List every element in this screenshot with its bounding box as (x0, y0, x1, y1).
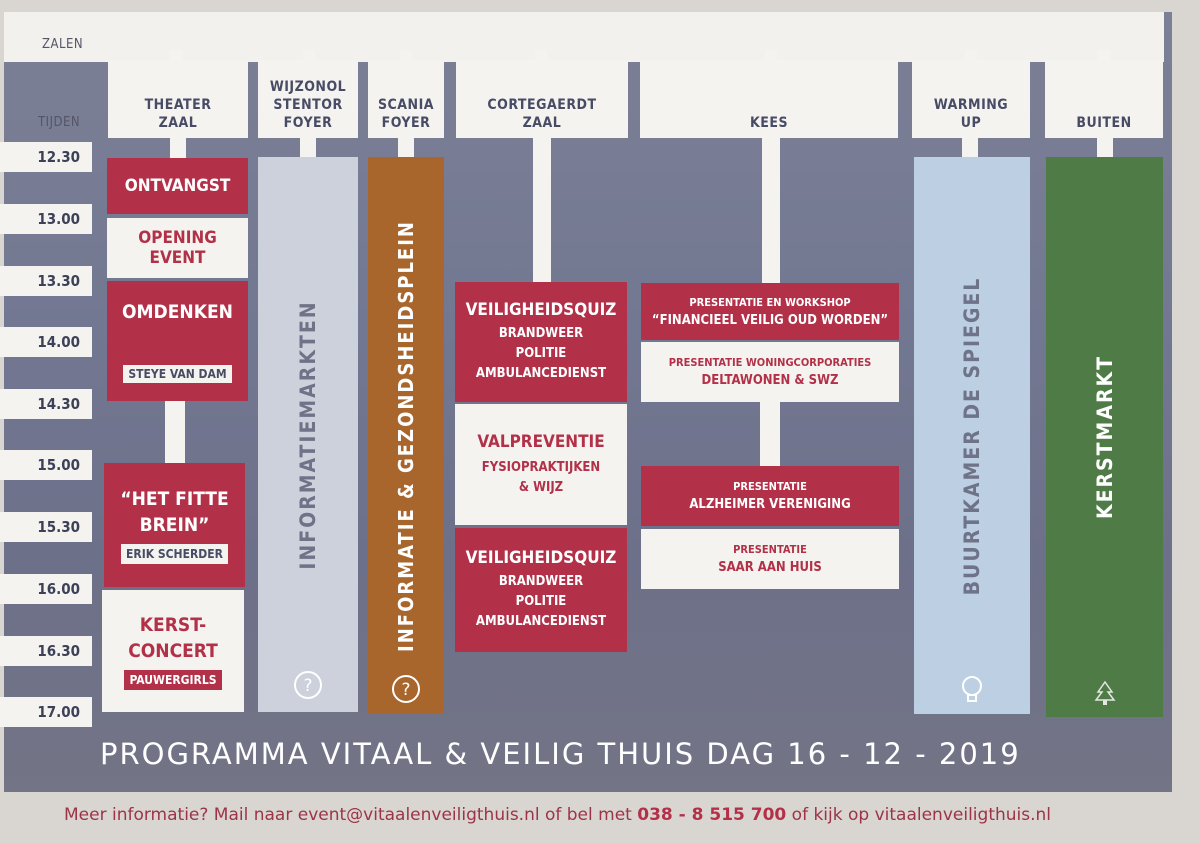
session-kerstconcert[interactable]: KERST- CONCERT PAUWERGIRLS (102, 590, 244, 712)
session-details: BRANDWEER POLITIE AMBULANCEDIENST (475, 326, 607, 381)
session-subtitle: PRESENTATIE (733, 543, 807, 556)
session-title: “FINANCIEEL VEILIG OUD WORDEN” (651, 312, 889, 328)
session-financieel-veilig[interactable]: PRESENTATIE EN WORKSHOP “FINANCIEEL VEIL… (641, 283, 899, 340)
session-subtitle: PRESENTATIE EN WORKSHOP (689, 295, 851, 309)
column-label: INFORMATIE & GEZONDSHEIDSPLEIN (394, 219, 418, 652)
column-informatie-gezondsheidsplein[interactable]: INFORMATIE & GEZONDSHEIDSPLEIN ? (368, 157, 444, 714)
room-header-kees: KEES (640, 60, 898, 138)
connector (535, 50, 547, 62)
column-informatiemarkten[interactable]: INFORMATIEMARKTEN ? (258, 157, 358, 712)
session-alzheimer[interactable]: PRESENTATIE ALZHEIMER VERENIGING (641, 466, 899, 526)
connector (760, 402, 780, 466)
column-kerstmarkt[interactable]: KERSTMARKT (1046, 157, 1163, 717)
footer-text: Meer informatie? Mail naar event@vitaale… (64, 805, 638, 825)
connector (300, 138, 316, 158)
session-title: OPENING EVENT (138, 228, 217, 268)
connector (765, 50, 777, 62)
session-veiligheidsquiz-1[interactable]: VEILIGHEIDSQUIZ BRANDWEER POLITIE AMBULA… (455, 282, 627, 402)
session-title: DELTAWONEN & SWZ (701, 373, 839, 388)
session-saar-aan-huis[interactable]: PRESENTATIE SAAR AAN HUIS (641, 529, 899, 589)
svg-text:?: ? (401, 680, 410, 700)
connector (398, 138, 414, 158)
session-title: VEILIGHEIDSQUIZ (465, 300, 617, 320)
session-valpreventie[interactable]: VALPREVENTIE FYSIOPRAKTIJKEN & WIJZ (455, 404, 627, 525)
question-icon: ? (294, 671, 322, 699)
time-label: 12.30 (0, 142, 92, 172)
session-ontvangst[interactable]: ONTVANGST (107, 158, 248, 214)
connector (170, 138, 186, 158)
connector (303, 50, 315, 62)
session-title: KERST- CONCERT (128, 614, 218, 662)
time-label: 13.00 (0, 204, 92, 234)
speaker-badge: PAUWERGIRLS (124, 670, 222, 690)
session-title: VEILIGHEIDSQUIZ (465, 548, 617, 568)
time-label: 14.00 (0, 327, 92, 357)
zalen-label: ZALEN (42, 37, 84, 52)
session-title: “HET FITTE BREIN” (120, 488, 229, 536)
question-icon: ? (392, 675, 420, 703)
connector (762, 138, 780, 283)
session-het-fitte-brein[interactable]: “HET FITTE BREIN” ERIK SCHERDER (104, 463, 245, 587)
connector (170, 50, 182, 62)
session-title: SAAR AAN HUIS (718, 560, 822, 575)
svg-text:?: ? (303, 676, 312, 696)
session-subtitle: PRESENTATIE (733, 480, 807, 493)
connector (1097, 138, 1113, 158)
session-omdenken[interactable]: OMDENKEN STEYE VAN DAM (107, 281, 248, 401)
room-header-cortegaerdt: CORTEGAERDT ZAAL (456, 60, 628, 138)
room-header-buiten: BUITEN (1045, 60, 1163, 138)
room-header-scania: SCANIA FOYER (368, 60, 444, 138)
time-label: 17.00 (0, 697, 92, 727)
connector (965, 50, 977, 62)
session-woningcorporaties[interactable]: PRESENTATIE WONINGCORPORATIES DELTAWONEN… (641, 342, 899, 402)
speaker-badge: STEYE VAN DAM (123, 365, 232, 383)
time-label: 15.30 (0, 512, 92, 542)
footer-contact: Meer informatie? Mail naar event@vitaale… (64, 805, 1051, 825)
column-label: KERSTMARKT (1092, 354, 1117, 520)
room-header-theater: THEATER ZAAL (108, 60, 248, 138)
session-title: ONTVANGST (124, 176, 231, 196)
footer-phone[interactable]: 038 - 8 515 700 (637, 805, 787, 825)
session-title: VALPREVENTIE (477, 431, 605, 452)
page-title: PROGRAMMA VITAAL & VEILIG THUIS DAG 16 -… (100, 737, 1021, 771)
session-details: BRANDWEER POLITIE AMBULANCEDIENST (475, 574, 607, 629)
column-buurtkamer-de-spiegel[interactable]: BUURTKAMER DE SPIEGEL (914, 157, 1030, 714)
session-details: FYSIOPRAKTIJKEN & WIJZ (481, 459, 601, 495)
speaker-badge: ERIK SCHERDER (121, 544, 228, 564)
lightbulb-icon (962, 676, 982, 702)
column-label: BUURTKAMER DE SPIEGEL (960, 276, 984, 595)
connector (533, 138, 551, 283)
session-subtitle: PRESENTATIE WONINGCORPORATIES (668, 356, 872, 369)
time-label: 13.30 (0, 266, 92, 296)
time-label: 14.30 (0, 389, 92, 419)
time-label: 15.00 (0, 450, 92, 480)
connector (1098, 50, 1110, 62)
christmas-tree-icon (1094, 680, 1115, 705)
column-label: INFORMATIEMARKTEN (296, 299, 320, 570)
session-title: ALZHEIMER VERENIGING (689, 497, 851, 512)
time-label: 16.00 (0, 574, 92, 604)
tijden-label: TIJDEN (38, 115, 81, 130)
room-header-wijzonol: WIJZONOL STENTOR FOYER (258, 60, 358, 138)
connector (400, 50, 412, 62)
room-header-warming-up: WARMING UP (912, 60, 1030, 138)
connector (962, 138, 978, 158)
session-opening-event[interactable]: OPENING EVENT (107, 218, 248, 278)
footer-text: of kijk op vitaalenveiligthuis.nl (786, 805, 1052, 825)
session-title: OMDENKEN (122, 301, 233, 323)
session-veiligheidsquiz-2[interactable]: VEILIGHEIDSQUIZ BRANDWEER POLITIE AMBULA… (455, 528, 627, 652)
connector (165, 400, 185, 464)
time-label: 16.30 (0, 636, 92, 666)
